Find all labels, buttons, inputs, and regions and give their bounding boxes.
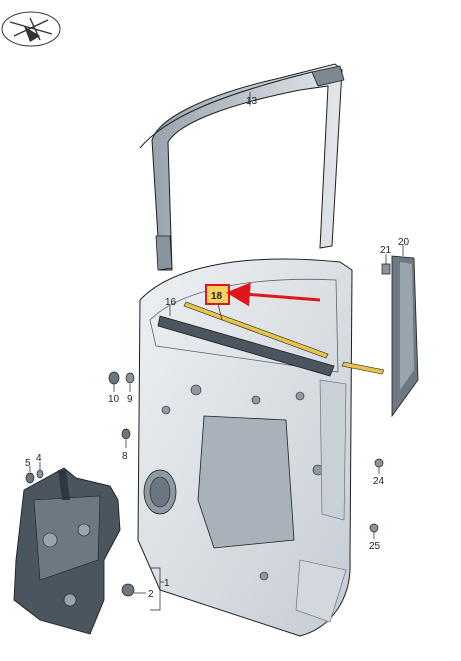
plug-10-icon [108,371,120,385]
nut-2-icon [121,583,135,597]
callout-5: 5 [25,458,31,469]
clip-9-icon [125,372,135,384]
callout-24: 24 [373,476,385,487]
callout-25: 25 [369,541,381,552]
callout-21: 21 [380,245,392,256]
door-trim-20 [391,255,419,418]
callout-13: 13 [246,96,258,107]
callout-1: 1 [164,578,170,589]
plug-8-icon [121,428,131,440]
screw-24-icon [374,458,384,468]
screw-25-icon [369,523,379,533]
callout-2: 2 [148,589,154,600]
callout-4: 4 [36,453,42,464]
highlight-arrow [226,282,321,307]
bolt-5-icon [25,472,35,484]
clip-21-icon [381,263,391,275]
window-frame-13 [139,63,345,271]
callout-8: 8 [122,451,128,462]
callout-16: 16 [165,297,177,308]
logo-icon [1,11,61,47]
screw-4-icon [36,469,44,479]
callout-9: 9 [127,394,133,405]
inner-seal-16 [157,315,335,377]
callout-18[interactable]: 18 [211,291,223,302]
window-regulator-1 [13,467,121,635]
callout-10: 10 [108,394,120,405]
callout-20: 20 [398,237,410,248]
door-shell [137,258,353,637]
outer-seal-strip-18 [183,301,385,375]
